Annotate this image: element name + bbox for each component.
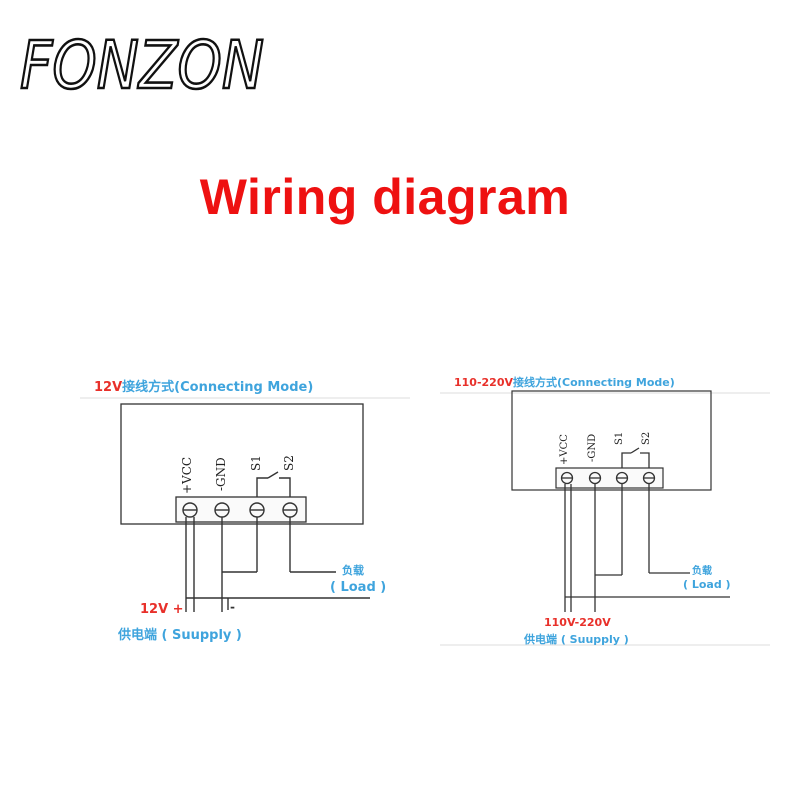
- terminal-label-vcc: +VCC: [559, 434, 570, 465]
- terminal-label-s1: S1: [614, 431, 625, 445]
- header-text: 接线方式(Connecting Mode): [513, 376, 675, 389]
- load-label-en: ( Load ): [330, 580, 387, 595]
- load-label-cn: 负载: [342, 564, 364, 577]
- load-label-en: ( Load ): [683, 578, 731, 591]
- header-voltage: 12V: [94, 380, 123, 395]
- terminal-block: [555, 467, 664, 489]
- terminal-label-gnd: -GND: [587, 433, 598, 462]
- load-label-cn: 负载: [692, 566, 712, 577]
- svg-text:FONZON: FONZON: [20, 27, 264, 104]
- supply-label: 供电端 ( Suupply ): [524, 633, 629, 646]
- header-text: 接线方式(Connecting Mode): [122, 380, 314, 395]
- supply-voltage: 12V +: [140, 602, 184, 617]
- supply-label: 供电端 ( Suupply ): [118, 628, 242, 643]
- terminal-label-s2: S2: [641, 431, 652, 445]
- page-title: Wiring diagram: [199, 169, 571, 225]
- brand-logo: FONZON: [19, 26, 266, 106]
- header-voltage: 110-220V: [454, 376, 514, 389]
- controller-box: [120, 403, 364, 525]
- supply-voltage: 110V-220V: [544, 616, 611, 629]
- supply-minus: -: [230, 600, 235, 614]
- diagram-title-110-220v: 110-220V接线方式(Connecting Mode): [454, 374, 675, 390]
- controller-box: [511, 390, 712, 491]
- diagram-title-12v: 12V接线方式(Connecting Mode): [94, 376, 313, 395]
